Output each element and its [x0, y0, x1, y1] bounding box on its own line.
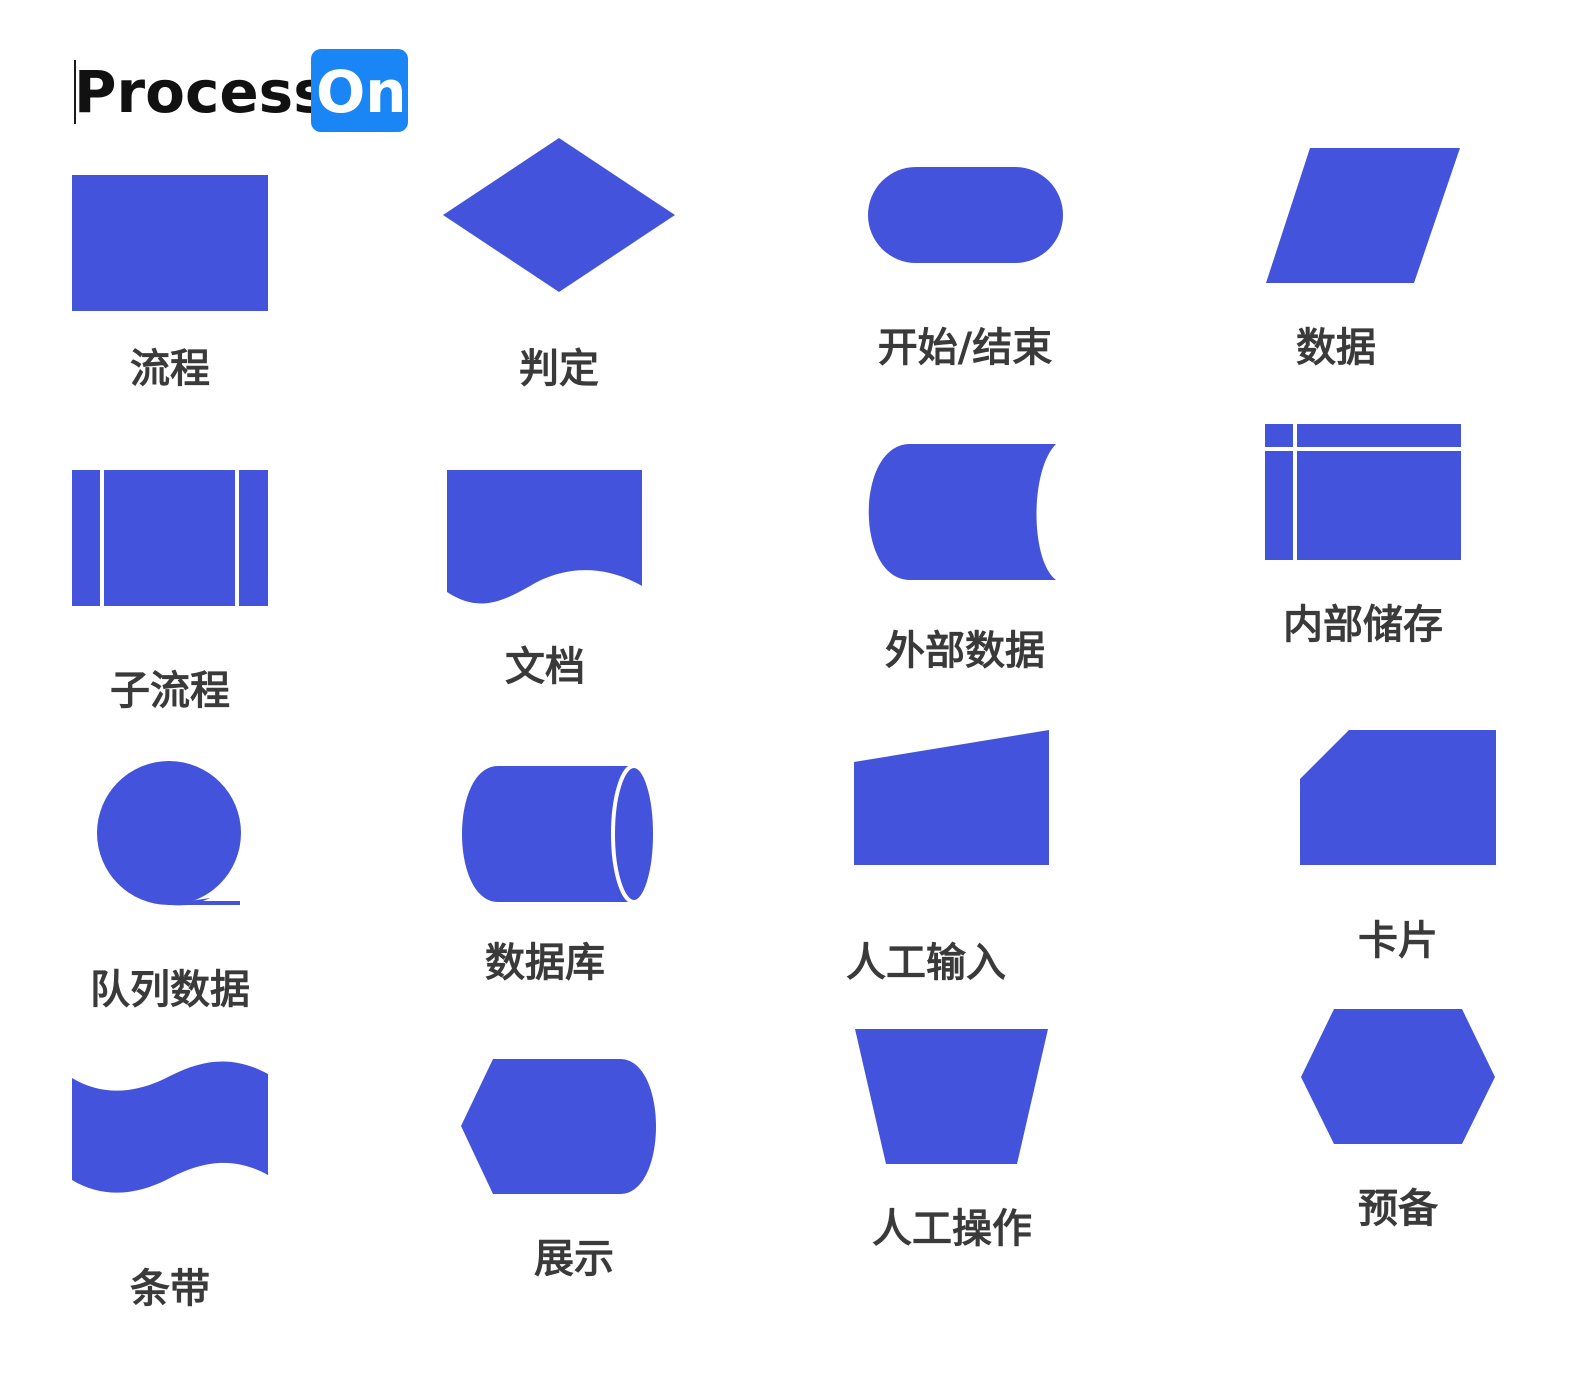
label-decision: 判定 [519, 346, 599, 392]
shape-database[interactable] [462, 764, 657, 904]
shape-manual-operation[interactable] [855, 1029, 1048, 1164]
label-database: 数据库 [485, 940, 605, 986]
label-external-data: 外部数据 [885, 628, 1045, 674]
label-manual-input: 人工输入 [846, 940, 1006, 986]
label-data: 数据 [1296, 325, 1376, 371]
shape-preparation[interactable] [1301, 1009, 1495, 1144]
label-terminator: 开始/结束 [878, 325, 1053, 371]
label-queue-data: 队列数据 [90, 967, 250, 1013]
label-process: 流程 [130, 346, 210, 392]
shape-subprocess[interactable] [72, 470, 268, 606]
shape-document[interactable] [447, 470, 642, 604]
processon-logo: Process On [74, 49, 408, 132]
shape-decision[interactable] [443, 138, 675, 292]
shape-process[interactable] [72, 175, 268, 311]
shape-data[interactable] [1266, 148, 1460, 283]
label-preparation: 预备 [1358, 1186, 1439, 1232]
label-manual-operation: 人工操作 [872, 1206, 1032, 1252]
shape-terminator[interactable] [868, 167, 1063, 263]
shape-internal-storage[interactable] [1265, 424, 1461, 560]
label-tape: 条带 [130, 1266, 210, 1312]
shape-queue-data[interactable] [97, 761, 241, 906]
shape-external-data[interactable] [868, 444, 1056, 580]
shape-manual-input[interactable] [854, 730, 1049, 865]
label-internal-storage: 内部储存 [1283, 602, 1443, 648]
label-subprocess: 子流程 [110, 668, 230, 714]
shape-tape[interactable] [72, 1061, 268, 1193]
logo-on-badge [311, 49, 408, 132]
shape-card[interactable] [1300, 730, 1496, 865]
label-document: 文档 [505, 644, 585, 690]
logo-text-on: On [316, 58, 407, 126]
label-card: 卡片 [1358, 918, 1438, 964]
logo-text-process: Process [74, 58, 328, 126]
label-display: 展示 [534, 1236, 614, 1282]
shape-display[interactable] [461, 1059, 656, 1194]
